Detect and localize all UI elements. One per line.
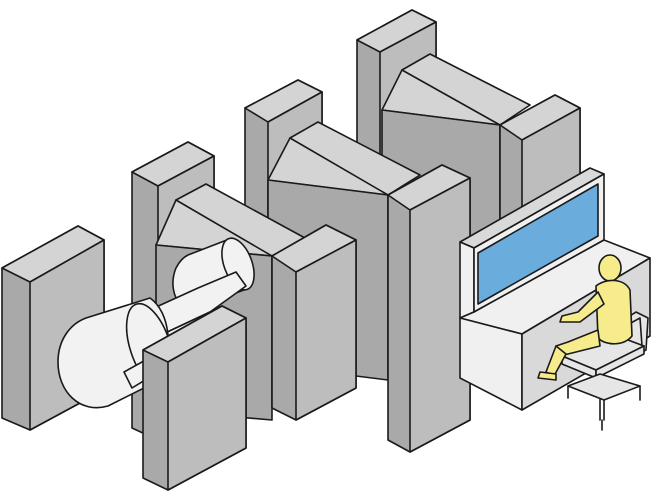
operator-person <box>537 254 633 381</box>
monitor-screen <box>477 183 599 305</box>
press-unit-1-front-panel <box>142 305 247 491</box>
